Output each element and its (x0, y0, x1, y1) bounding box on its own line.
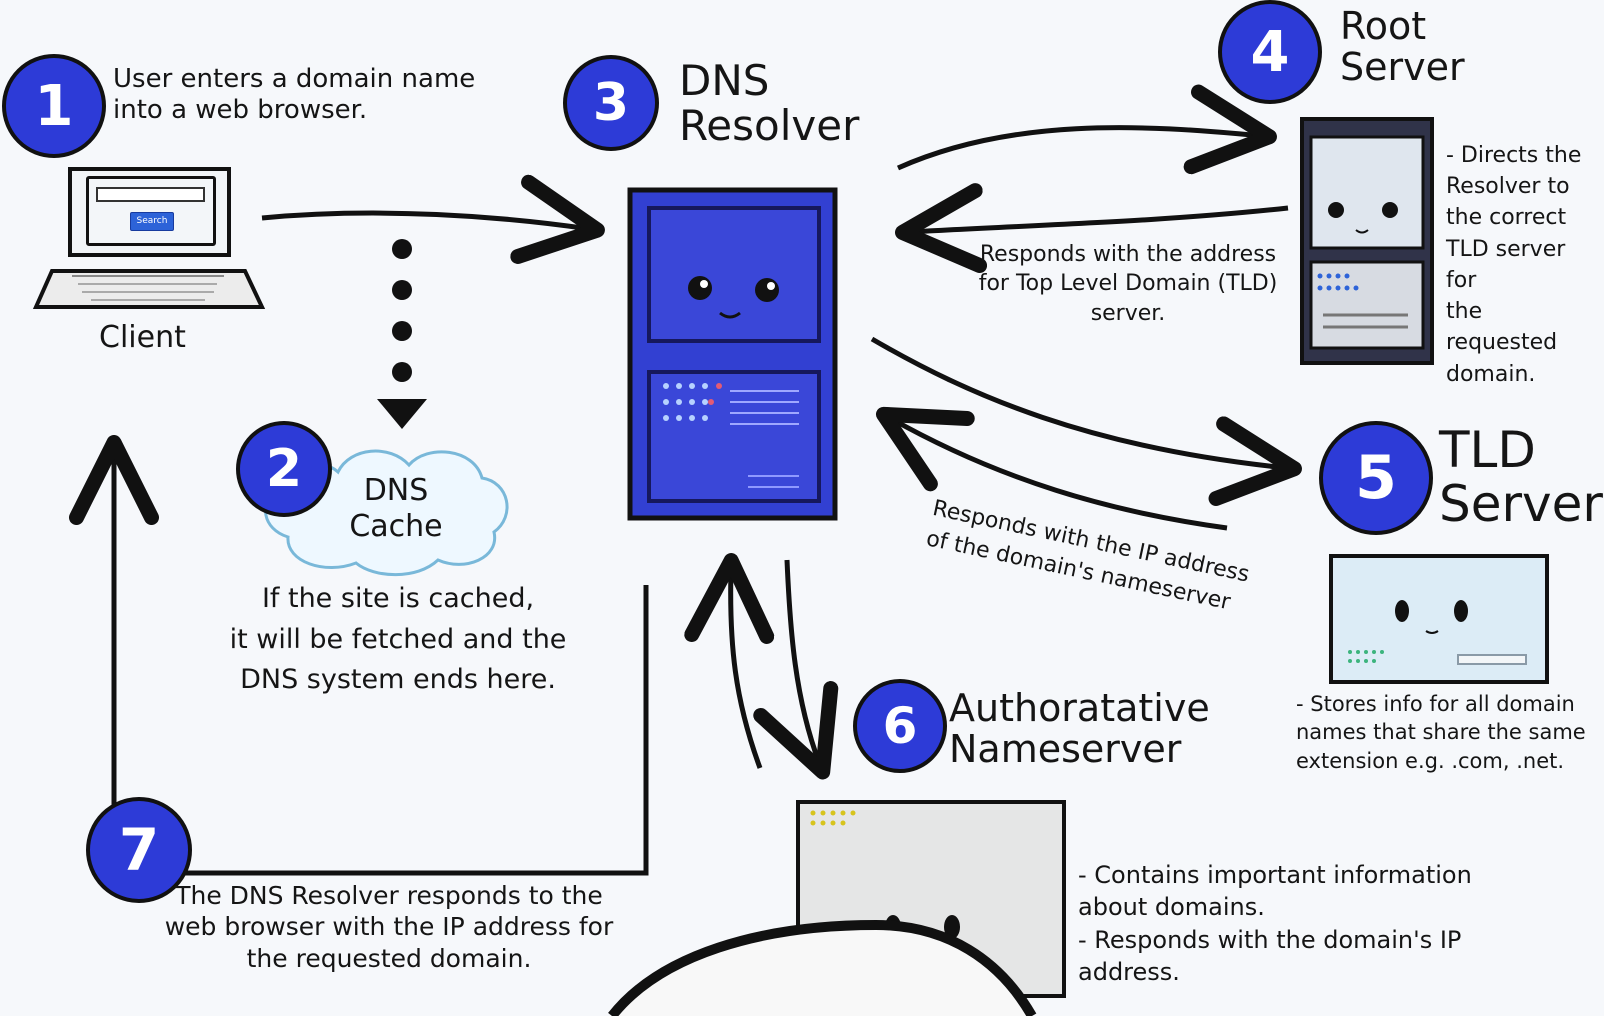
resolver-to-tld-arrow (870, 336, 1302, 506)
step-1-text: User enters a domain name into a web bro… (113, 64, 476, 126)
root-to-resolver-arrow (895, 183, 1289, 274)
tld-to-resolver-arrow (875, 406, 1228, 531)
step-5-badge: 5 (1319, 421, 1433, 535)
step-7-badge: 7 (86, 797, 192, 903)
browser-window: Search (86, 176, 216, 246)
step-4-badge: 4 (1218, 0, 1322, 104)
tld-description: - Stores info for all domain names that … (1296, 692, 1586, 773)
step-2-badge: 2 (236, 421, 332, 517)
client-to-resolver-arrow (261, 174, 605, 264)
step-3-badge: 3 (563, 55, 659, 151)
step-5-label: TLD Server (1439, 421, 1603, 533)
cache-note: If the site is cached, it will be fetche… (229, 583, 567, 695)
step-1-badge: 1 (2, 54, 106, 158)
client-label: Client (99, 320, 186, 355)
step-2-label: DNS Cache (349, 473, 443, 544)
resolver-to-authoritative-arrow (753, 559, 839, 780)
resolver-to-root-arrow (896, 84, 1277, 175)
step-4-label: Root Server (1340, 4, 1465, 90)
browser-url-bar[interactable] (96, 187, 205, 202)
authoritative-description: - Contains important information about d… (1078, 861, 1472, 987)
step-1-number: 1 (34, 73, 74, 139)
step-2-number: 2 (265, 439, 303, 499)
root-server (1300, 117, 1434, 365)
dns-resolver-server (627, 187, 838, 521)
step-6-label: Authoratative Nameserver (949, 686, 1210, 772)
step-3-number: 3 (592, 73, 630, 133)
step-3-label: DNS Resolver (679, 56, 860, 151)
authoritative-nameserver (608, 800, 1066, 1016)
authoritative-to-resolver-arrow (684, 553, 775, 769)
tld-server (1329, 554, 1549, 684)
step-6-badge: 6 (853, 679, 947, 773)
root-description: - Directs the Resolver to the correct TL… (1446, 143, 1582, 387)
step-5-number: 5 (1355, 443, 1397, 513)
cache-dotted-arrow (377, 239, 427, 429)
step-4-number: 4 (1250, 19, 1290, 85)
search-button[interactable]: Search (130, 212, 174, 231)
step-7-number: 7 (118, 816, 160, 884)
step-7-text: The DNS Resolver responds to the web bro… (164, 881, 614, 973)
root-response-text: Responds with the address for Top Level … (978, 242, 1278, 326)
step-6-number: 6 (882, 697, 918, 755)
